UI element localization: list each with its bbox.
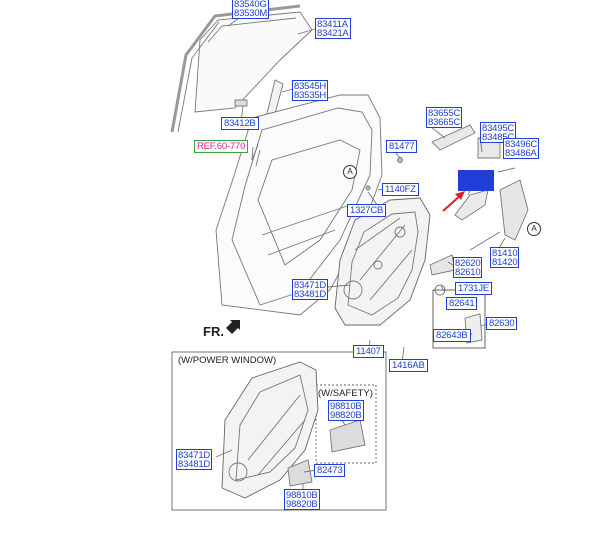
label-1327CB[interactable]: 1327CB <box>347 204 387 217</box>
reference-circle-a-right: A <box>527 222 541 236</box>
label-83411A[interactable]: 83411A 83421A <box>315 18 351 39</box>
label-83471D-bottom[interactable]: 83471D 83481D <box>176 449 213 470</box>
front-direction-arrow <box>226 320 240 334</box>
label-98810B-bottom[interactable]: 98810B 98820B <box>284 489 320 510</box>
section-title-power-window: (W/POWER WINDOW) <box>178 355 277 366</box>
label-ref-60-770[interactable]: REF.60-770 <box>194 140 249 153</box>
reference-circle-a-left: A <box>343 165 357 179</box>
label-81477[interactable]: 81477 <box>386 140 418 153</box>
label-83540G[interactable]: 83540G 83530M <box>232 0 270 19</box>
label-83494X-line1: 83494X 83484X <box>460 171 492 191</box>
label-81410[interactable]: 81410 81420 <box>490 247 520 268</box>
front-direction-label: FR. <box>203 324 224 339</box>
label-98810B-top[interactable]: 98810B 98820B <box>328 400 364 421</box>
label-83494X[interactable]: 83494X 83484X <box>458 170 494 191</box>
label-1416AB[interactable]: 1416AB <box>389 359 428 372</box>
label-1731JE[interactable]: 1731JE <box>455 282 493 295</box>
label-83496C[interactable]: 83496C 83486A <box>503 138 540 159</box>
label-83655C[interactable]: 83655C 83665C <box>426 107 463 128</box>
label-82641[interactable]: 82641 <box>446 297 478 310</box>
label-82630[interactable]: 82630 <box>486 317 518 330</box>
label-82473[interactable]: 82473 <box>314 464 346 477</box>
label-83412B[interactable]: 83412B <box>221 117 259 130</box>
label-1140FZ[interactable]: 1140FZ <box>382 183 419 196</box>
label-82643B[interactable]: 82643B <box>433 329 471 342</box>
section-title-safety: (W/SAFETY) <box>318 388 373 399</box>
label-11407[interactable]: 11407 <box>353 345 384 358</box>
label-83471D-top[interactable]: 83471D 83481D <box>292 279 329 300</box>
highlight-arrow <box>442 191 465 212</box>
label-82620[interactable]: 82620 82610 <box>453 257 483 278</box>
label-83545H[interactable]: 83545H 83535H <box>292 80 329 101</box>
label-83495C[interactable]: 83495C 83485C <box>480 122 517 143</box>
